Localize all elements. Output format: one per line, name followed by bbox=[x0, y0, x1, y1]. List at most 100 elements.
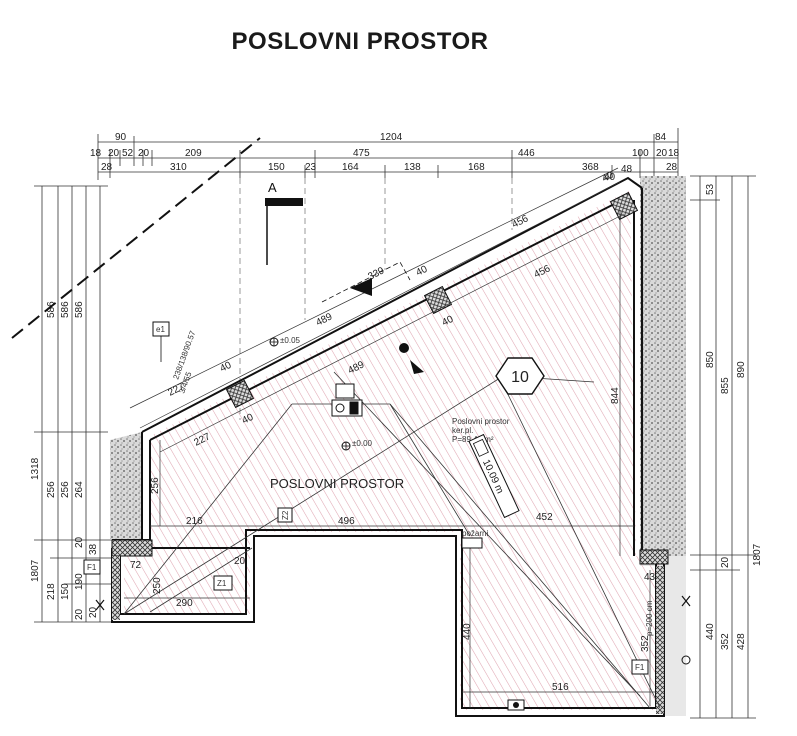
dim-72: 72 bbox=[130, 560, 142, 571]
dim-row2-4: 209 bbox=[185, 148, 202, 159]
tag-pozar: požarni bbox=[462, 529, 488, 538]
tag-z1: Z1 bbox=[217, 579, 227, 588]
wall-column-right bbox=[656, 566, 664, 714]
dim-slope-456a: 456 bbox=[510, 213, 530, 231]
dim-352-inner: 352 bbox=[640, 635, 651, 652]
entrance-arrow-icon bbox=[350, 278, 372, 296]
tag-z2-box bbox=[277, 507, 293, 523]
ground-left bbox=[110, 432, 142, 540]
fire-box bbox=[461, 537, 483, 549]
dim-row2-5: 475 bbox=[353, 148, 370, 159]
floor-drain-dot bbox=[513, 702, 519, 708]
dim-left-1318: 1318 bbox=[30, 457, 41, 480]
entrance-point-icon bbox=[399, 343, 409, 353]
section-marker-bar bbox=[265, 198, 303, 206]
ground-right-lower bbox=[640, 556, 686, 716]
left-dimension-lines bbox=[34, 185, 112, 623]
dim-516: 516 bbox=[552, 682, 569, 693]
dim-left-586c: 586 bbox=[74, 301, 85, 318]
room-guide-lines bbox=[123, 371, 661, 709]
dim-row3-2: 150 bbox=[268, 162, 285, 173]
tag-f1-right-box bbox=[631, 659, 649, 675]
level-lower-label: ±0.00 bbox=[352, 439, 373, 448]
dim-216: 216 bbox=[186, 516, 203, 527]
dim-right-53: 53 bbox=[705, 183, 716, 195]
dim-left-38: 38 bbox=[88, 543, 99, 555]
dim-row3-7: 368 bbox=[582, 162, 599, 173]
dim-left-586a: 586 bbox=[46, 301, 57, 318]
dim-left-20: 20 bbox=[74, 536, 85, 548]
dim-row2-2: 52 bbox=[122, 148, 134, 159]
tag-e1: e1 bbox=[156, 325, 165, 334]
dim-row3-0: 28 bbox=[101, 162, 113, 173]
column-3 bbox=[609, 191, 639, 221]
tag-z2: Z2 bbox=[281, 510, 290, 520]
dim-290: 290 bbox=[176, 598, 193, 609]
level-upper-label: ±0.05 bbox=[280, 336, 301, 345]
wall-block-left bbox=[111, 539, 153, 557]
dim-slope-40-1: 40 bbox=[218, 360, 233, 375]
dim-452: 452 bbox=[536, 512, 553, 523]
dim-slope-40-4: 40 bbox=[440, 314, 455, 329]
dim-row2-3: 20 bbox=[138, 148, 150, 159]
dim-200: p=200 cm bbox=[645, 600, 654, 636]
wall-block-right bbox=[639, 549, 669, 565]
tag-f1-right: F1 bbox=[635, 663, 645, 672]
dim-row3-1: 310 bbox=[170, 162, 187, 173]
left-dimension-labels: 1318 586 586 586 256 256 264 20 38 1807 … bbox=[30, 301, 99, 620]
dim-right-850: 850 bbox=[705, 351, 716, 368]
top-dimension-lines bbox=[97, 128, 679, 180]
property-boundary-line bbox=[11, 137, 261, 339]
dim-top-1204: 1204 bbox=[380, 132, 403, 143]
right-dimension-labels: 53 850 855 890 20 1807 440 352 428 bbox=[705, 183, 763, 650]
room-info-line2: ker.pl. bbox=[452, 426, 473, 435]
dim-right-440: 440 bbox=[705, 623, 716, 640]
drain-right-icon bbox=[681, 655, 691, 665]
dim-left-190: 190 bbox=[74, 573, 85, 590]
dim-left-586b: 586 bbox=[60, 301, 71, 318]
column-2 bbox=[423, 285, 453, 315]
dim-row2-8: 20 bbox=[656, 148, 668, 159]
dim-row3-6: 168 bbox=[468, 162, 485, 173]
dim-right-352: 352 bbox=[720, 633, 731, 650]
dim-slope-40-3: 40 bbox=[414, 264, 429, 279]
cross-marker-right-icon bbox=[681, 595, 691, 607]
dim-left-20c: 20 bbox=[74, 608, 85, 620]
column-1 bbox=[225, 379, 255, 409]
dim-right-855: 855 bbox=[720, 377, 731, 394]
dim-256-inner: 256 bbox=[150, 477, 161, 494]
dim-slope-40-5: 40 bbox=[600, 170, 615, 185]
tag-f1-left: F1 bbox=[87, 563, 97, 572]
dim-right-428: 428 bbox=[736, 633, 747, 650]
dim-slope-489a: 489 bbox=[314, 311, 334, 329]
dim-row3-8: 40 bbox=[604, 172, 616, 183]
room-number: 10 bbox=[511, 369, 529, 386]
dim-row3-10: 28 bbox=[666, 162, 678, 173]
slope-dimension-lines bbox=[129, 167, 625, 453]
sanitary-fixtures bbox=[331, 383, 363, 417]
dim-440-inner: 440 bbox=[462, 623, 473, 640]
level-marker-upper: ±0.05 bbox=[269, 336, 301, 347]
dim-250: 250 bbox=[152, 577, 163, 594]
page-title: POSLOVNI PROSTOR bbox=[231, 28, 489, 55]
dim-top-90: 90 bbox=[115, 132, 127, 143]
dim-slope-40-2: 40 bbox=[240, 412, 255, 427]
tag-f1-left-box bbox=[83, 559, 101, 575]
room-hatch bbox=[124, 190, 660, 710]
dim-20-inner: 20 bbox=[234, 556, 246, 567]
dim-496: 496 bbox=[338, 516, 355, 527]
inner-dimension-lines bbox=[124, 210, 656, 708]
dim-left-1807: 1807 bbox=[30, 559, 41, 582]
dim-right-20: 20 bbox=[720, 556, 731, 568]
dim-row3-5: 138 bbox=[404, 162, 421, 173]
dim-top-84: 84 bbox=[655, 132, 667, 143]
dim-left-256a: 256 bbox=[46, 481, 57, 498]
dim-row3-4: 164 bbox=[342, 162, 359, 173]
dim-43: 43 bbox=[644, 572, 656, 583]
dim-row2-0: 18 bbox=[90, 148, 102, 159]
dim-row2-9: 18 bbox=[668, 148, 680, 159]
dim-row2-6: 446 bbox=[518, 148, 535, 159]
tag-z1-box bbox=[213, 575, 233, 591]
dim-844: 844 bbox=[610, 387, 621, 404]
